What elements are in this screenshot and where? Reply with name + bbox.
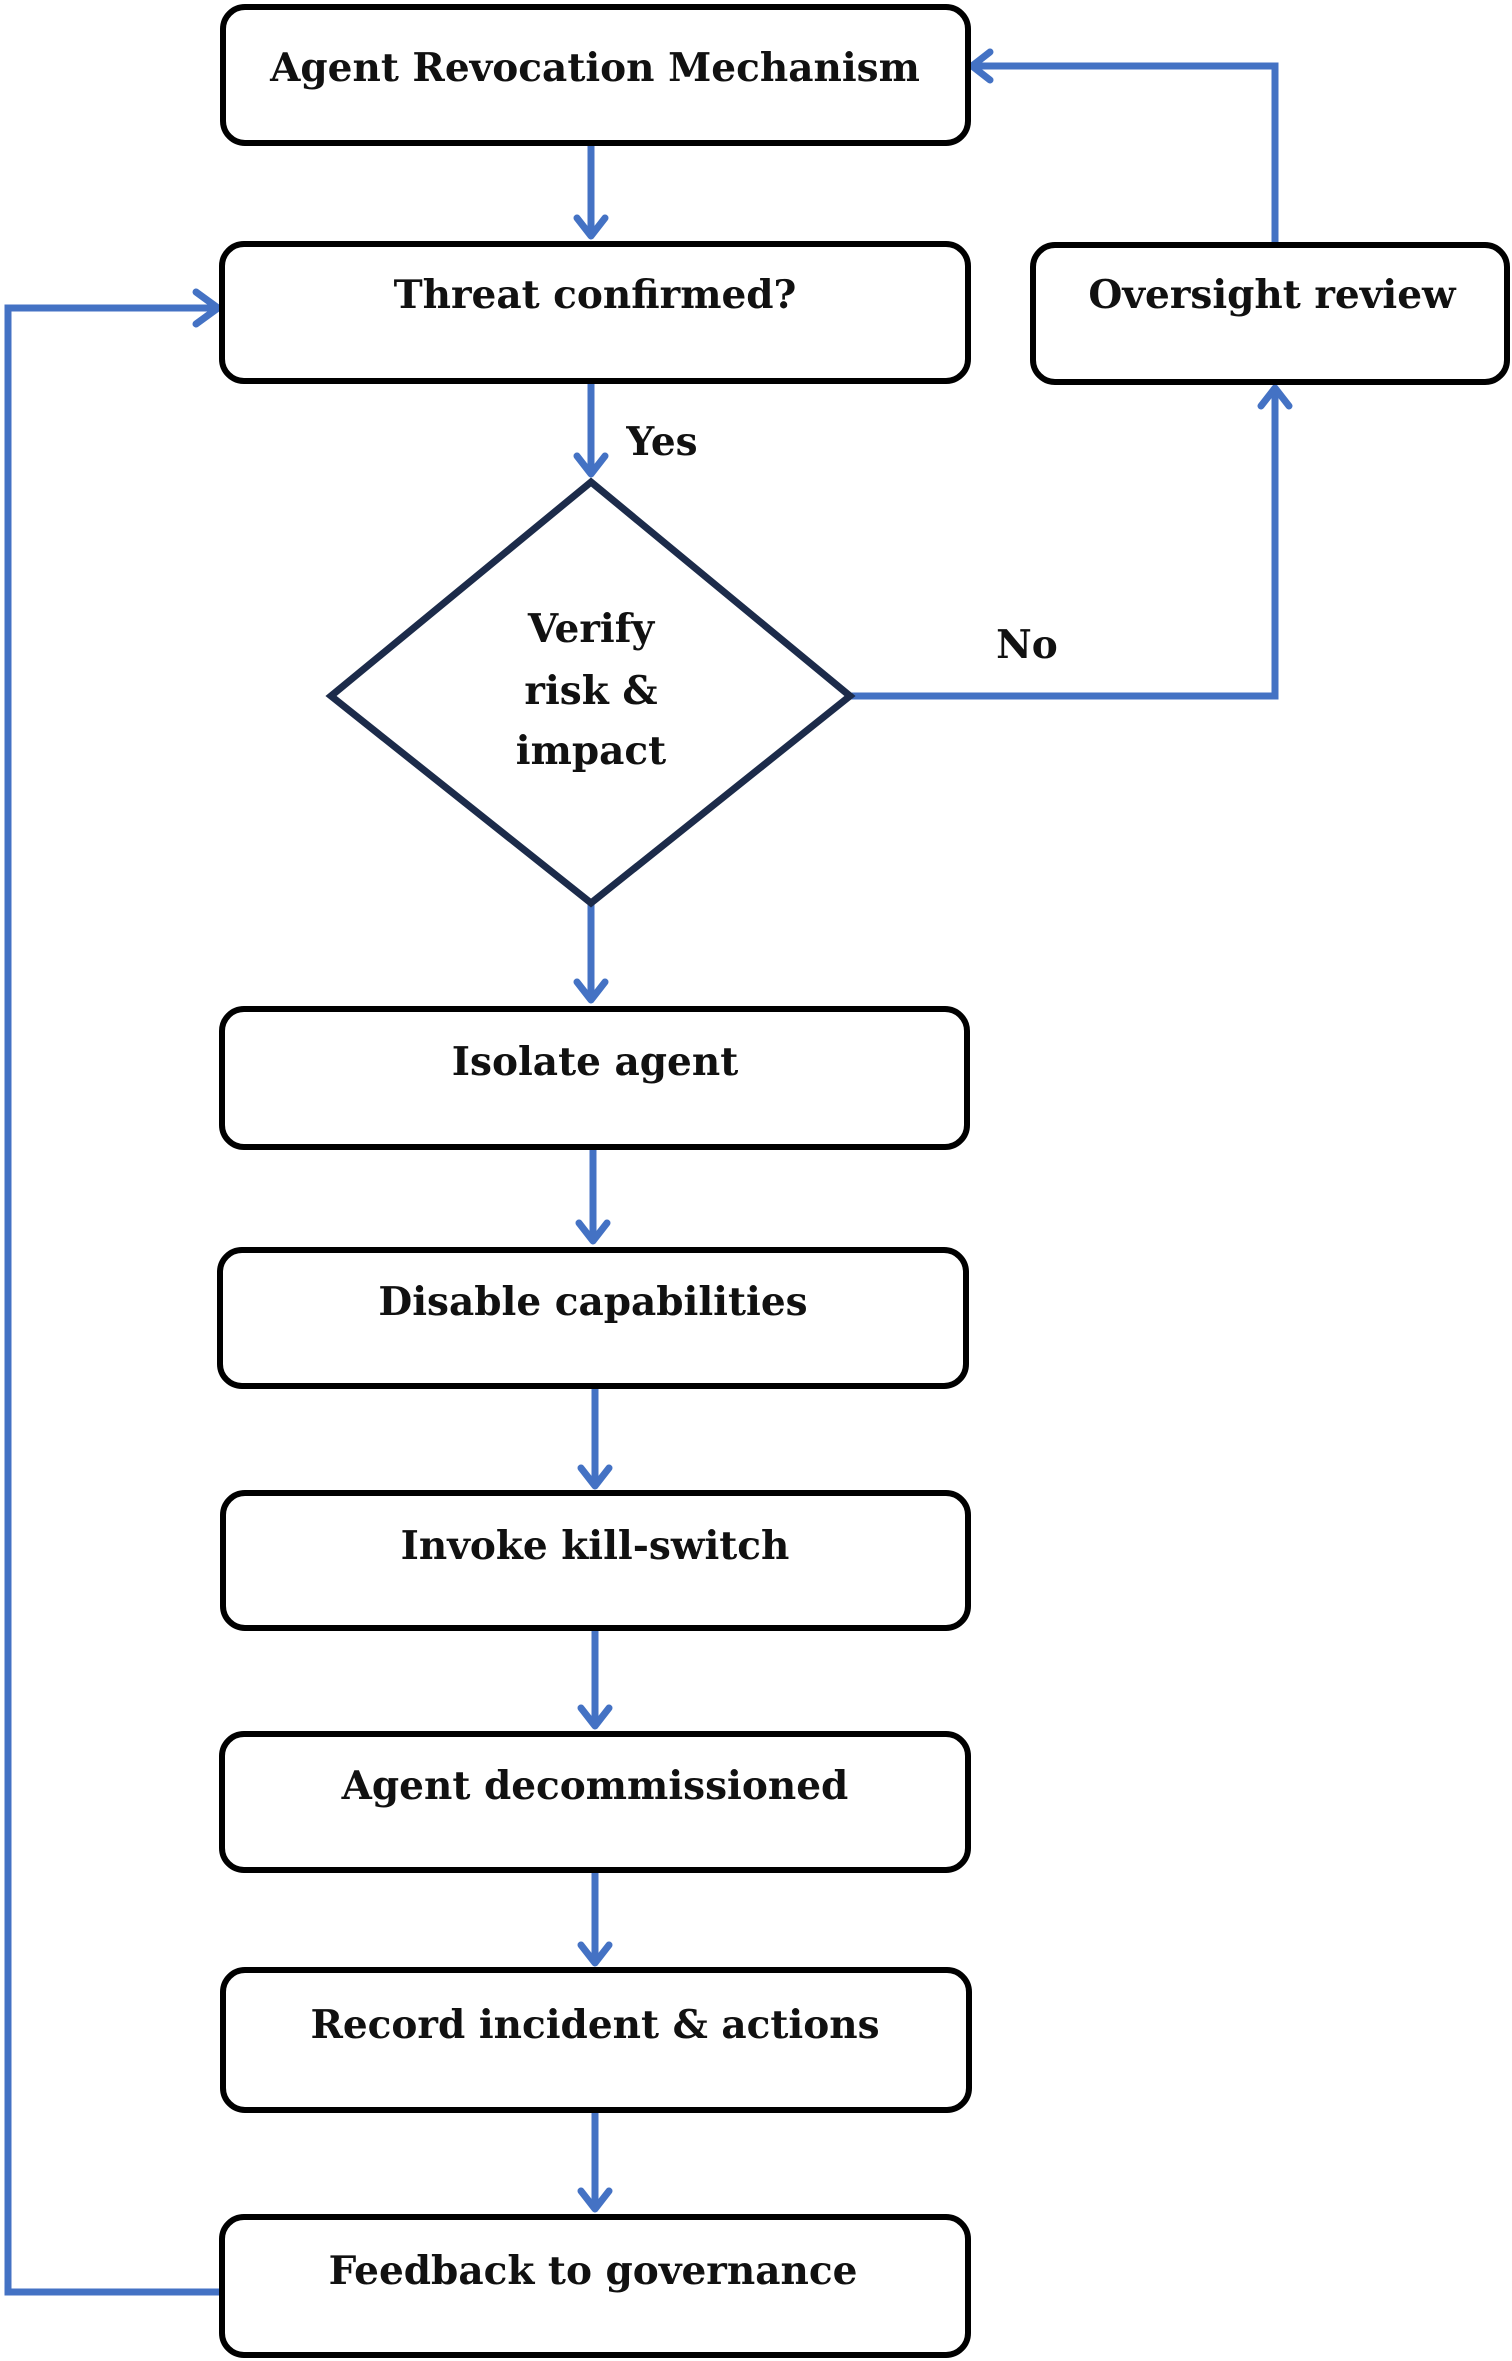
node-agent-decommissioned: Agent decommissioned: [219, 1731, 971, 1873]
node-disable-capabilities: Disable capabilities: [217, 1247, 969, 1389]
arrow-verify-to-isolate-head: [573, 978, 609, 1004]
arrow-record-to-feedback-head: [577, 2187, 613, 2213]
arrow-revocation-to-threat-head: [573, 214, 609, 240]
node-oversight-review: Oversight review: [1030, 242, 1510, 385]
arrow-disable-to-killswitch-head: [577, 1464, 613, 1490]
node-verify-decision: Verify risk & impact: [325, 477, 856, 908]
node-label: risk &: [524, 668, 657, 714]
node-label: Verify: [527, 606, 656, 652]
connectors: [4, 48, 1293, 2296]
arrow-feedback-to-threat-head: [192, 288, 222, 328]
node-label: Record incident & actions: [310, 2002, 879, 2048]
node-record-incident: Record incident & actions: [220, 1967, 972, 2113]
node-label: Oversight review: [1088, 272, 1457, 318]
node-agent-revocation-mechanism: Agent Revocation Mechanism: [220, 4, 971, 146]
node-invoke-kill-switch: Invoke kill-switch: [220, 1490, 971, 1631]
node-label: Agent decommissioned: [341, 1763, 849, 1809]
arrow-oversight-to-revocation-head: [968, 48, 994, 84]
arrow-oversight-to-revocation: [976, 62, 1279, 245]
node-isolate-agent: Isolate agent: [219, 1006, 970, 1150]
node-label: Agent Revocation Mechanism: [269, 45, 920, 91]
arrow-isolate-to-disable-head: [575, 1219, 611, 1245]
arrow-decommissioned-to-record-head: [577, 1941, 613, 1967]
node-label: Invoke kill-switch: [401, 1523, 790, 1569]
arrow-killswitch-to-decommissioned-head: [577, 1704, 613, 1730]
edge-label-yes: Yes: [625, 419, 697, 465]
node-threat-confirmed: Threat confirmed?: [219, 241, 971, 384]
node-label: Disable capabilities: [378, 1279, 807, 1325]
edge-label-no: No: [996, 622, 1058, 668]
node-label: Feedback to governance: [329, 2248, 858, 2294]
arrow-feedback-to-threat: [4, 304, 222, 2296]
arrow-verify-to-oversight: [850, 392, 1279, 700]
node-label: impact: [516, 728, 666, 774]
node-label: Threat confirmed?: [394, 272, 797, 318]
arrow-verify-to-oversight-head: [1257, 384, 1293, 410]
arrow-threat-to-verify-head: [573, 452, 609, 478]
node-label: Isolate agent: [452, 1039, 738, 1085]
node-feedback-governance: Feedback to governance: [219, 2214, 971, 2358]
